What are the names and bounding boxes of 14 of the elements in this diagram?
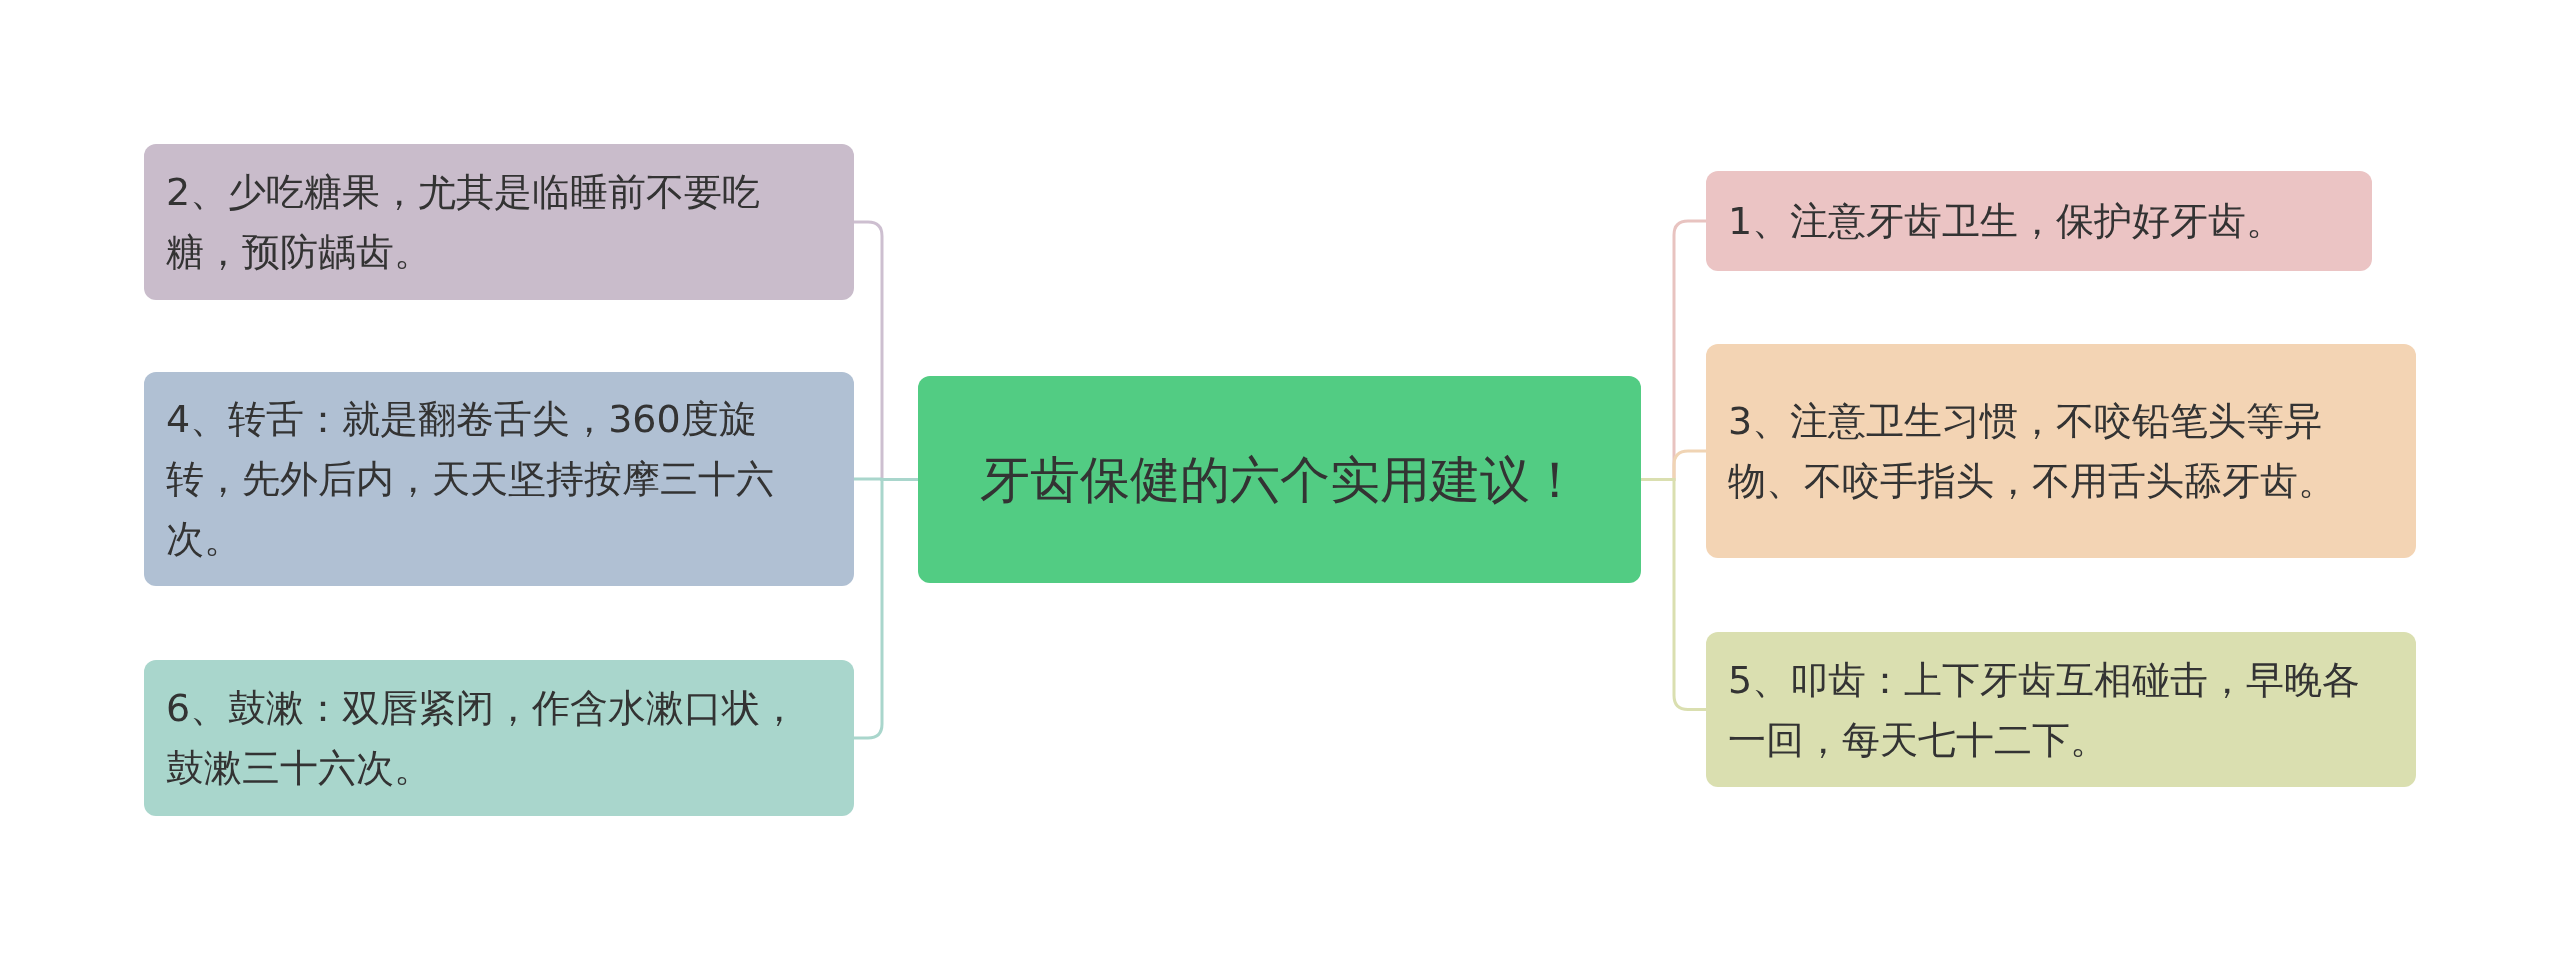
subtopic-box (1706, 632, 2416, 787)
subtopic-box (144, 372, 854, 586)
topic-title: 牙齿保健的六个实用建议！ (978, 449, 1581, 511)
subtopic-text: 2、少吃糖果，尤其是临睡前不要吃糖，预防龋齿。 (166, 169, 762, 276)
subtopic-box (1706, 344, 2416, 558)
subtopic-text: 3、注意卫生习惯，不咬铅笔头等异物、不咬手指头，不用舌头舔牙齿。 (1728, 398, 2337, 505)
subtopic-box (144, 144, 854, 300)
subtopic-box (144, 660, 854, 816)
subtopic-text: 4、转舌：就是翻卷舌尖，360度旋转，先外后内，天天坚持按摩三十六次。 (166, 396, 775, 563)
subtopic-box (1706, 171, 2372, 271)
subtopic-text: 1、注意牙齿卫生，保护好牙齿。 (1728, 198, 2285, 245)
subtopic-text: 5、叩齿：上下牙齿互相碰击，早晚各一回，每天七十二下。 (1728, 656, 2362, 764)
subtopic-text: 6、鼓漱：双唇紧闭，作含水漱口状，鼓漱三十六次。 (166, 685, 800, 792)
topic-box (918, 376, 1641, 583)
